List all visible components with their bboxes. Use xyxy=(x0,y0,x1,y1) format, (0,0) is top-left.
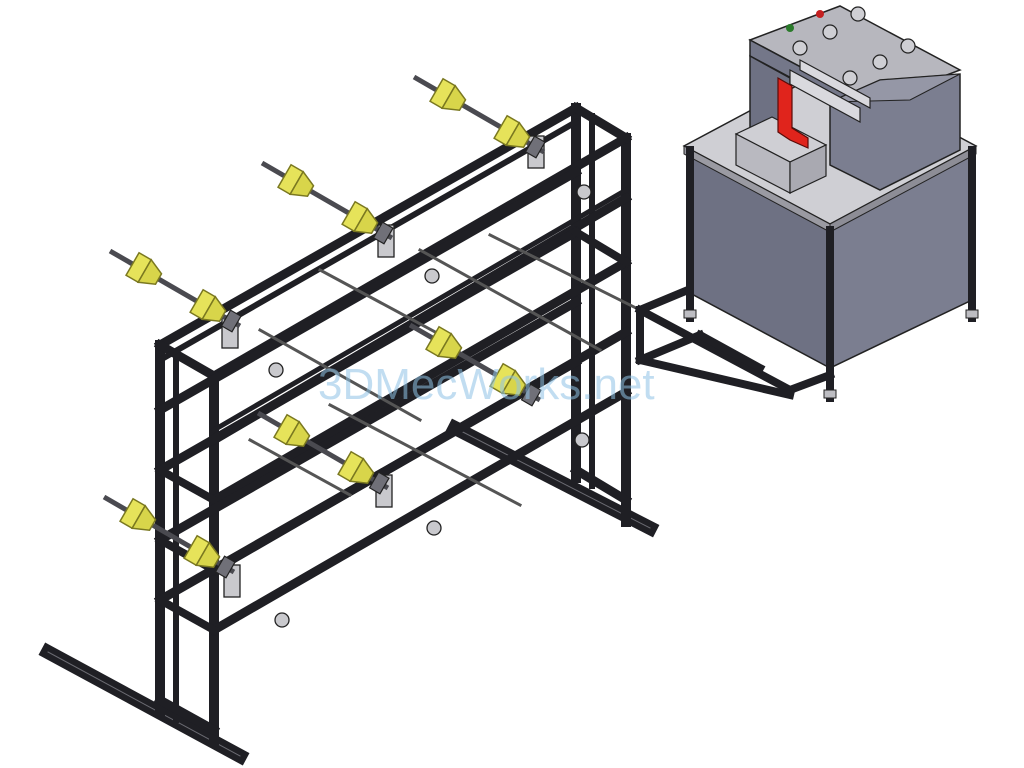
cutting-machine-cabinet xyxy=(634,5,979,402)
red-blade-guide xyxy=(777,76,809,149)
watermark-text: 3DMecWorks.net xyxy=(318,360,655,409)
unwind-rack-frame xyxy=(38,101,660,766)
